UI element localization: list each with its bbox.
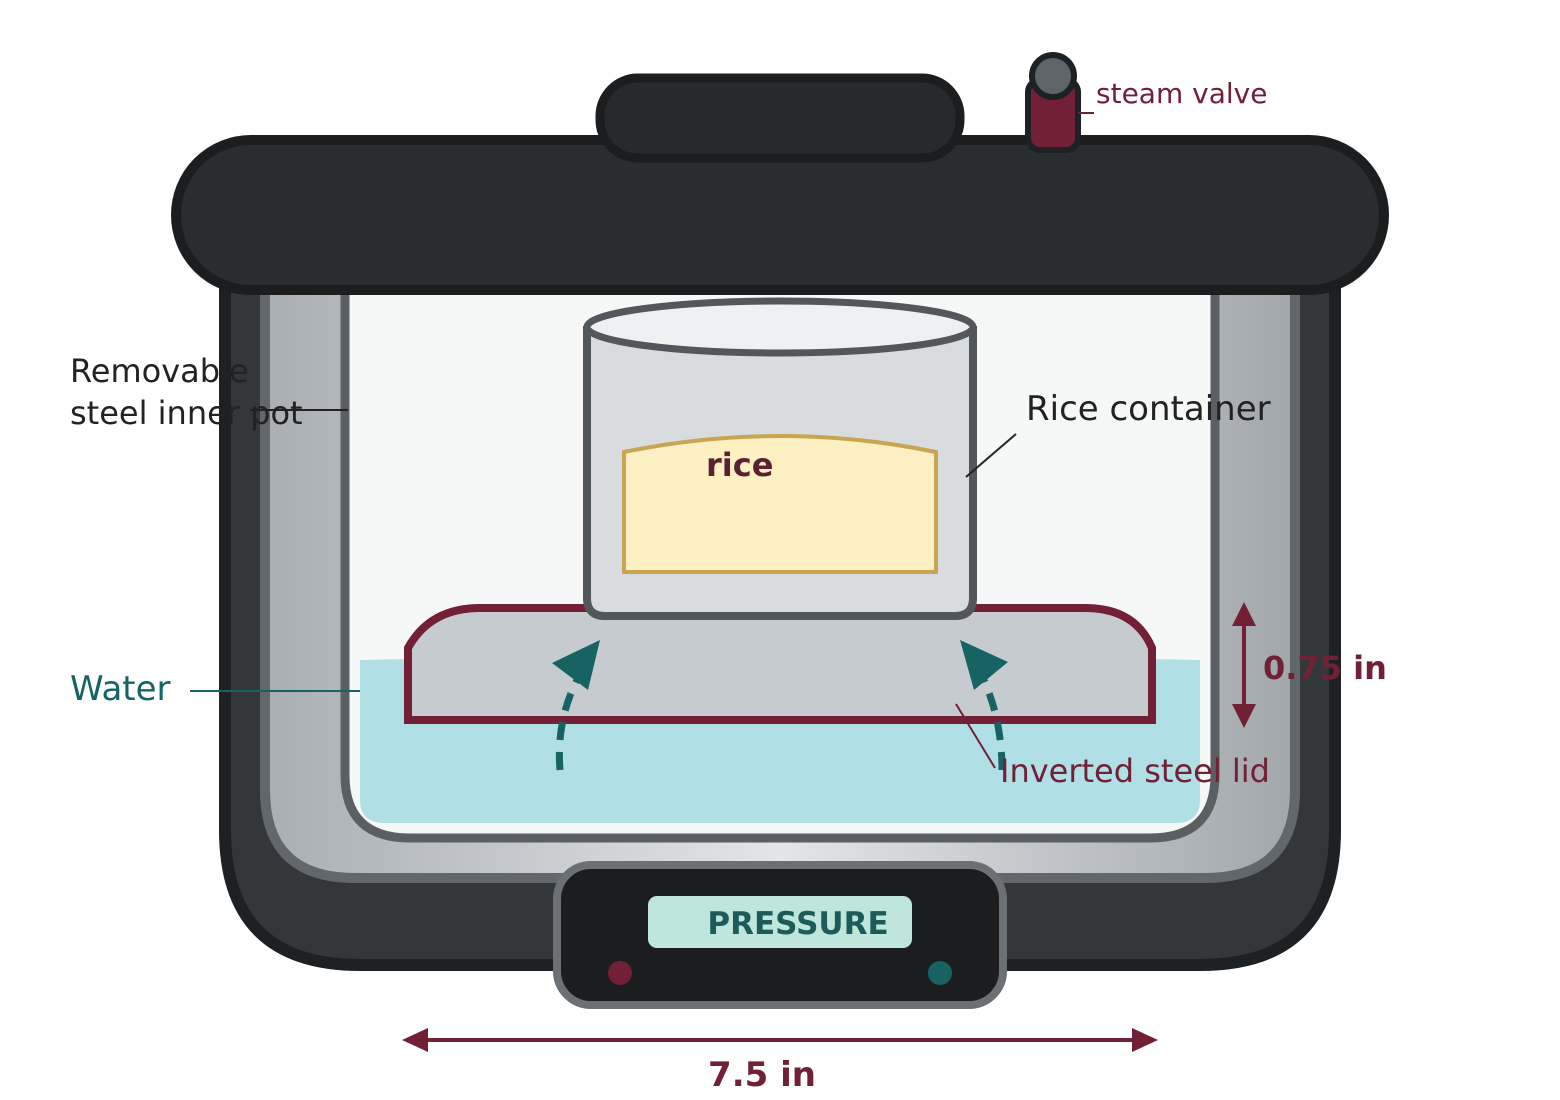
lid-height-value: 0.75 in [1263,649,1387,687]
control-panel: PRESSURE [553,861,1007,1009]
steam-arrow-icon [960,640,1008,771]
steam-arrow-icon [552,640,600,771]
steam-valve-icon [1025,52,1081,153]
pot-width-dimension [402,1028,1158,1052]
lid-height-dimension [1232,602,1256,728]
rice-fill [622,434,938,574]
lid-handle [595,73,965,163]
indicator-light-icon [928,961,952,985]
rice-container-leader [965,433,1017,478]
pot-width-value: 7.5 in [708,1055,816,1095]
indicator-light-icon [608,961,632,985]
inverted-lid-label: Inverted steel lid [1000,752,1270,790]
rice-container: rice [583,297,977,620]
rice-container-label: Rice container [1026,389,1271,429]
water-label: Water [70,669,171,709]
steam-valve-label: steam valve [1096,77,1267,110]
inner-pot-label-line1: Removable [70,352,249,390]
pressure-display-text: PRESSURE [707,906,888,942]
inverted-lid-leader [955,703,996,769]
rice-label: rice [706,446,773,484]
inner-pot-label-line2: steel inner pot [70,394,303,432]
inverted-steel-lid [404,604,1156,724]
pressure-display [648,896,912,948]
